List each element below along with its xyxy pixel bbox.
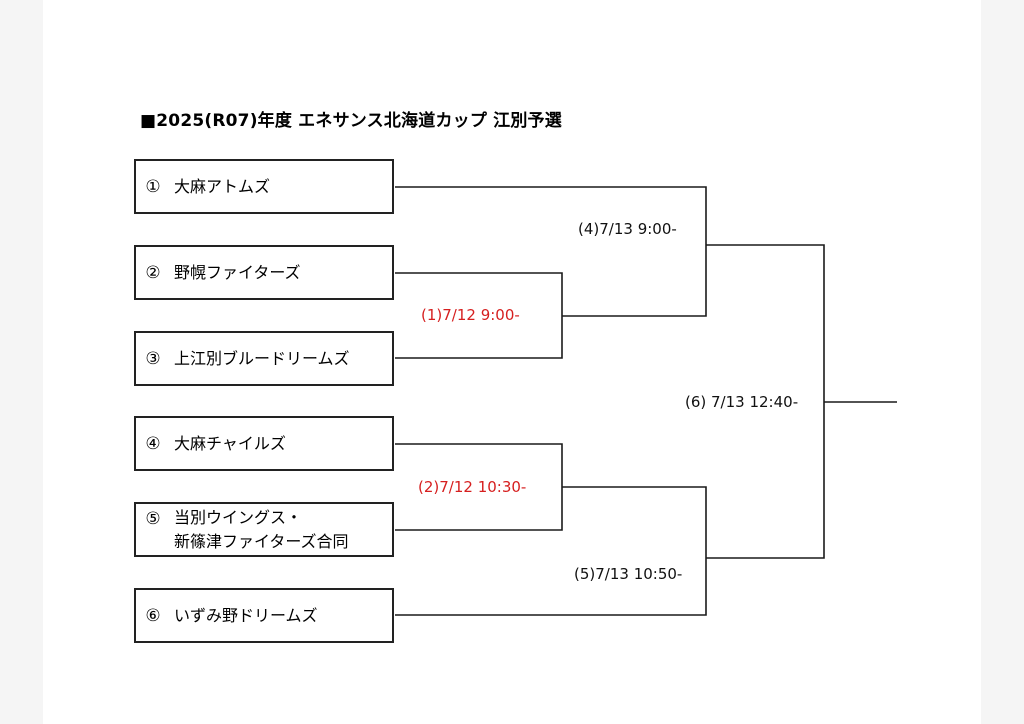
team-name: 大麻チャイルズ	[174, 432, 286, 456]
team-name-line: 野幌ファイターズ	[174, 262, 301, 282]
team-name-line: 上江別ブルードリームズ	[174, 348, 350, 368]
team-box-4: ④ 大麻チャイルズ	[134, 416, 394, 471]
page-title: ■2025(R07)年度 エネサンス北海道カップ 江別予選	[140, 111, 562, 131]
team-name: 野幌ファイターズ	[174, 261, 301, 285]
team-name: 大麻アトムズ	[174, 175, 270, 199]
team-number: ③	[145, 348, 161, 369]
team-number: ⑤	[145, 509, 161, 529]
match-label-4: (4)7/13 9:00-	[578, 220, 677, 238]
team-number: ⑥	[145, 605, 161, 626]
match-label-6: (6) 7/13 12:40-	[685, 393, 799, 411]
team-name: いずみ野ドリームズ	[174, 604, 318, 628]
team-name: 当別ウイングス・ 新篠津ファイターズ合同	[174, 506, 349, 554]
team-number: ②	[145, 262, 161, 283]
team-box-5: ⑤ 当別ウイングス・ 新篠津ファイターズ合同	[134, 502, 394, 557]
team-box-6: ⑥ いずみ野ドリームズ	[134, 588, 394, 643]
team-box-2: ② 野幌ファイターズ	[134, 245, 394, 300]
match-label-2: (2)7/12 10:30-	[418, 478, 527, 496]
team-box-3: ③ 上江別ブルードリームズ	[134, 331, 394, 386]
bracket-line-match-4	[395, 186, 707, 317]
team-name-line: 大麻アトムズ	[174, 176, 271, 196]
bracket-line-match-5	[395, 486, 707, 616]
team-name-line: 新篠津ファイターズ合同	[174, 531, 349, 551]
team-box-1: ① 大麻アトムズ	[134, 159, 394, 214]
team-name-line: 当別ウイングス・	[174, 507, 303, 527]
team-name-line: 大麻チャイルズ	[174, 433, 286, 453]
team-number: ④	[145, 433, 161, 454]
match-label-5: (5)7/13 10:50-	[574, 565, 683, 583]
match-label-1: (1)7/12 9:00-	[421, 306, 520, 324]
team-number: ①	[145, 176, 161, 197]
team-name: 上江別ブルードリームズ	[174, 347, 350, 371]
team-name-line: いずみ野ドリームズ	[174, 605, 318, 625]
